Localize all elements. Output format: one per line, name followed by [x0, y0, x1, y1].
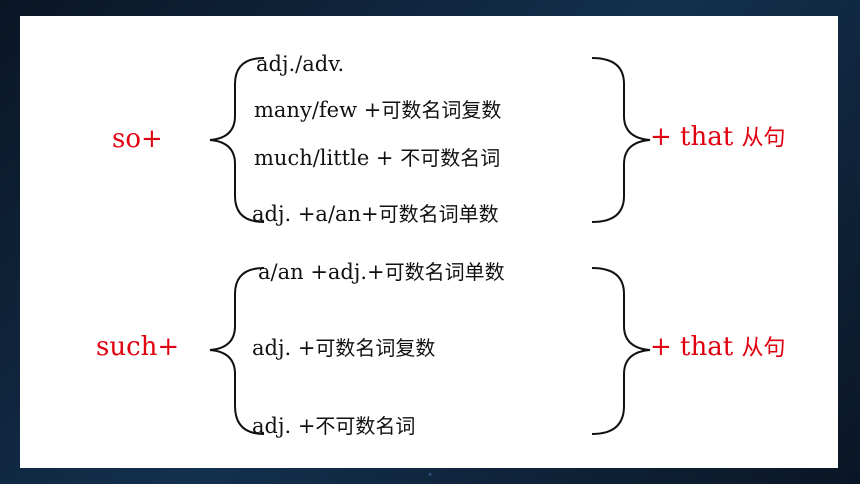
so-item-3: much/little + 不可数名词	[254, 148, 500, 169]
slide-canvas: so+ adj./adv. many/few +可数名词复数 much/litt…	[20, 16, 838, 468]
such-item-2: adj. +可数名词复数	[252, 338, 435, 359]
such-item-2-en: adj. +	[252, 336, 316, 360]
such-lead: such+	[96, 332, 180, 362]
so-item-3-cn: 不可数名词	[400, 146, 501, 170]
so-item-2-cn: 可数名词复数	[381, 98, 502, 122]
such-item-3-en: adj. +	[252, 414, 316, 438]
such-item-1-cn: 可数名词单数	[384, 260, 505, 284]
so-item-1: adj./adv.	[256, 54, 344, 75]
such-result-cn: 从句	[741, 336, 786, 361]
so-right-brace	[591, 57, 651, 223]
so-item-4-en: adj. +a/an+	[252, 202, 379, 226]
such-right-brace	[591, 267, 651, 435]
so-result-cn: 从句	[741, 126, 786, 151]
so-item-1-en: adj./adv.	[256, 52, 345, 76]
brace-graphics	[209, 57, 651, 435]
so-item-4-cn: 可数名词单数	[378, 202, 499, 226]
so-item-2: many/few +可数名词复数	[254, 100, 501, 121]
such-left-brace	[209, 267, 265, 435]
such-item-3: adj. +不可数名词	[252, 416, 415, 437]
so-item-4: adj. +a/an+可数名词单数	[252, 204, 499, 225]
so-left-brace	[209, 57, 265, 223]
such-result-en: + that	[650, 332, 742, 362]
such-item-1: a/an +adj.+可数名词单数	[258, 262, 505, 283]
so-lead: so+	[112, 124, 163, 154]
such-item-3-cn: 不可数名词	[315, 414, 416, 438]
so-result: + that 从句	[650, 124, 785, 150]
such-item-1-en: a/an +adj.+	[258, 260, 385, 284]
such-result: + that 从句	[650, 334, 785, 360]
so-item-2-en: many/few +	[254, 98, 382, 122]
such-item-2-cn: 可数名词复数	[315, 336, 436, 360]
so-result-en: + that	[650, 122, 742, 152]
so-item-3-en: much/little +	[254, 146, 401, 170]
